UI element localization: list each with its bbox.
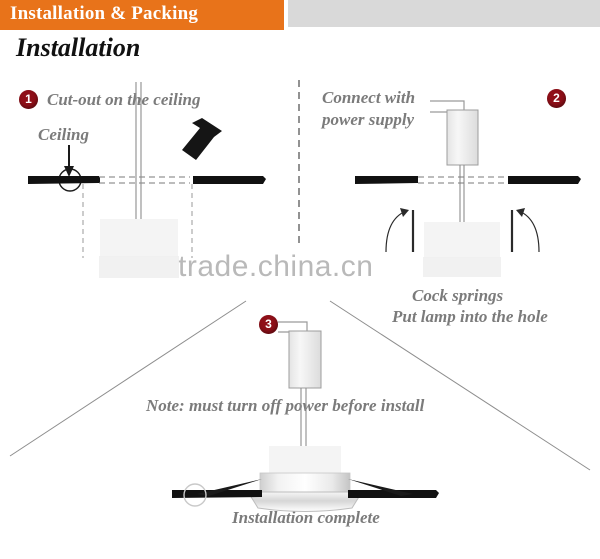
step-3-leader-line [278, 321, 308, 333]
step-2-ceiling-bar-right [508, 176, 581, 184]
installation-complete-label: Installation complete [232, 508, 380, 527]
watermark-text: trade.china.cn [178, 250, 374, 283]
step-3-graphic [172, 321, 439, 512]
step-2-caption-line2: power supply [322, 110, 415, 129]
step-2-cutout-dashes [418, 176, 506, 184]
step-2-wire [459, 165, 465, 222]
step-3-badge: 3 [259, 315, 278, 334]
spring-clip-circle [58, 168, 82, 192]
lamp-body [259, 472, 351, 496]
installed-spring-right [348, 479, 413, 496]
step-1-badge: 1 [19, 90, 38, 109]
installed-heat-sink-fins [269, 446, 341, 475]
curved-arrow-icon-right [516, 208, 540, 253]
step-3-driver-box [288, 330, 322, 389]
installed-spring-hook-circle [183, 483, 207, 507]
step-1-graphic [28, 82, 266, 278]
cutout-dashed-outline [82, 176, 193, 258]
curved-arrow-icon-left [385, 208, 409, 253]
step-2-leader-line [430, 100, 465, 113]
section-heading: Installation [16, 33, 141, 62]
ceiling-bar-left-inner [99, 177, 100, 183]
step-1-caption: Cut-out on the ceiling [47, 90, 201, 109]
step-3-note: Note: must turn off power before install [146, 396, 425, 415]
step-2-note-line1: Cock springs [412, 286, 504, 305]
step-2-caption-line1: Connect with [322, 88, 416, 107]
step-2-ceiling-bar-left [355, 176, 418, 184]
page-title: Installation & Packing [10, 3, 199, 24]
ceiling-bar-left [28, 176, 99, 184]
heat-sink-fins [99, 219, 179, 278]
ceiling-bar-right [193, 176, 266, 184]
header-gray-block [288, 0, 600, 27]
step-2-badge: 2 [547, 89, 566, 108]
small-arrow-icon [64, 145, 74, 177]
installed-spring-left [197, 479, 262, 496]
step-2-heat-sink-fins [423, 222, 501, 277]
power-driver-box [446, 109, 479, 166]
step-1-ceiling-label: Ceiling [38, 125, 90, 144]
header-orange-bar [0, 0, 284, 30]
step-3-ceiling-bar-right [348, 490, 439, 498]
bold-arrow-icon [182, 118, 222, 160]
step-3-ceiling-bar-left [172, 490, 262, 498]
step-2-note-line2: Put lamp into the hole [392, 307, 548, 326]
